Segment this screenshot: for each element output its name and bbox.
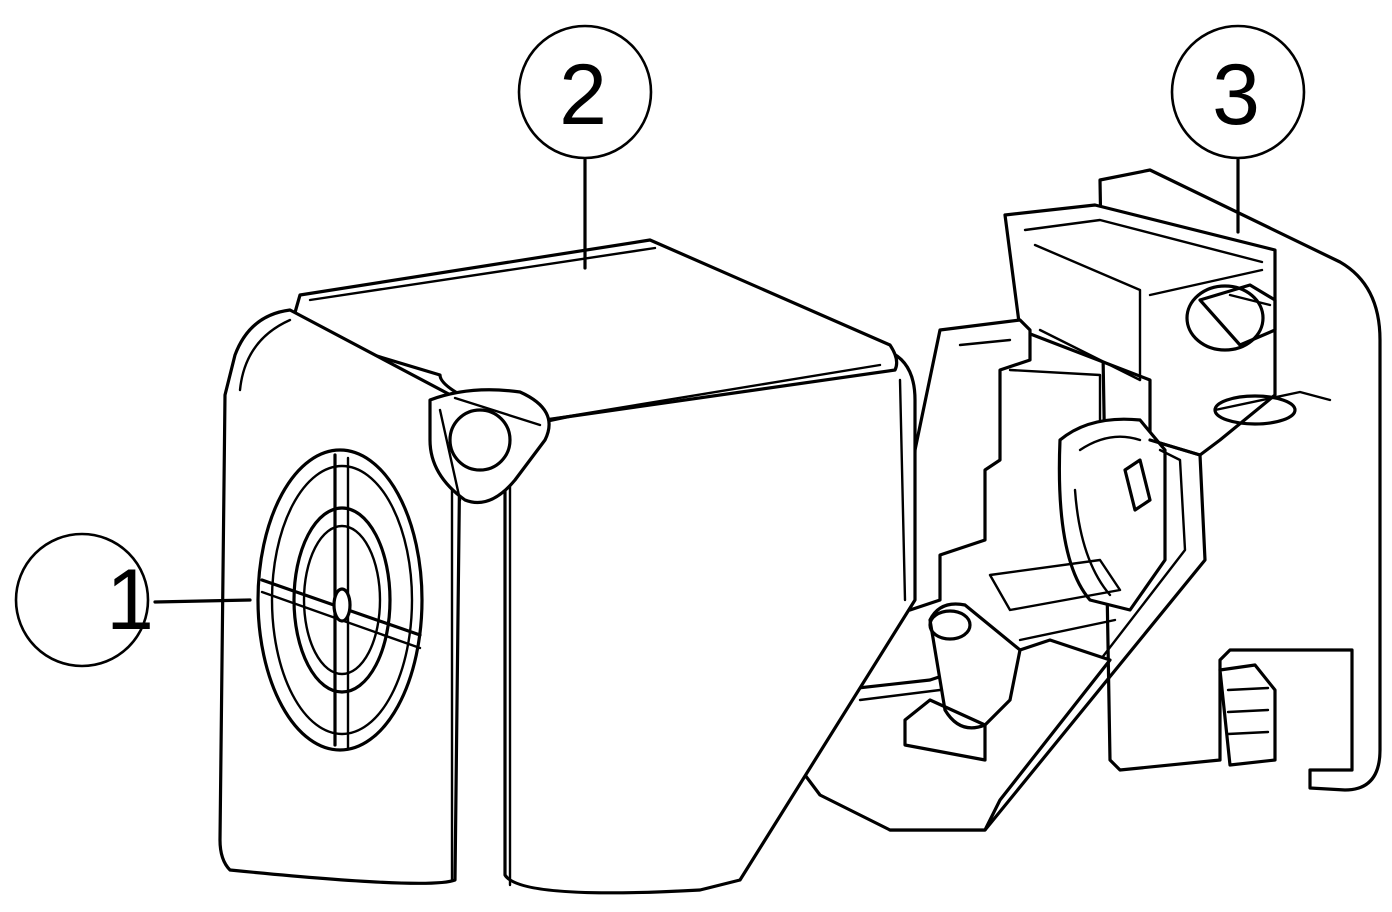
sensor-body [288, 238, 917, 895]
callout-3-circle [1170, 24, 1306, 160]
sensor-head [218, 308, 551, 885]
callout-2: 2 [517, 24, 653, 270]
callout-2-circle [517, 24, 653, 160]
callout-1-label: 1 [106, 552, 154, 648]
callout-2-label: 2 [559, 47, 607, 143]
callout-3: 3 [1170, 24, 1306, 234]
connector-housing [788, 168, 1382, 832]
callout-3-label: 3 [1212, 47, 1260, 143]
callout-1-circle [14, 532, 150, 668]
callout-1: 1 [14, 532, 252, 668]
callout-1-leader [153, 598, 252, 604]
